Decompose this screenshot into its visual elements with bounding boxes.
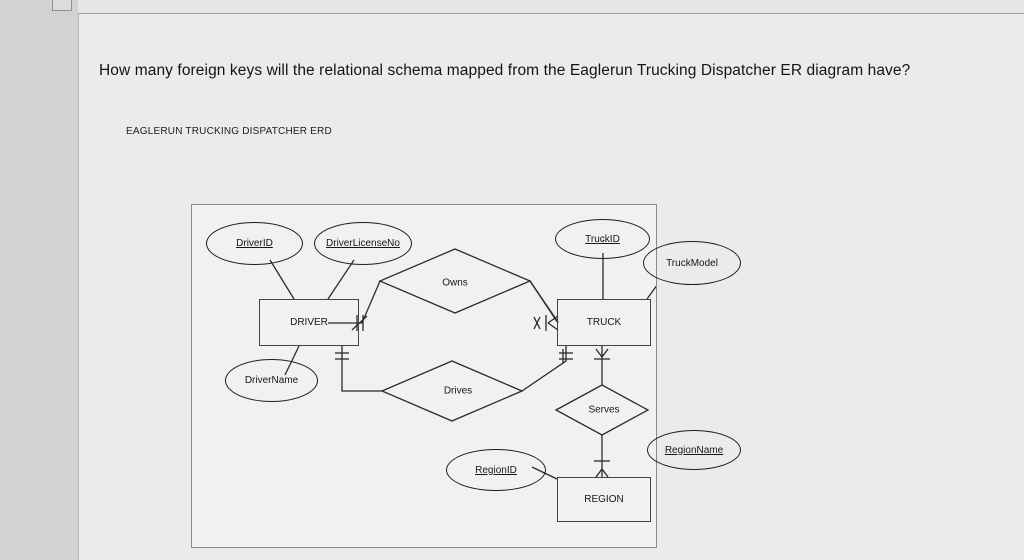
entity-driver: DRIVER: [259, 299, 359, 346]
entity-driver-label: DRIVER: [290, 317, 328, 328]
connector-license-driver: [327, 259, 355, 300]
er-diagram: DRIVER TRUCK REGION DriverID DriverLicen…: [191, 204, 741, 548]
entity-region: REGION: [557, 477, 651, 522]
attr-driverid: DriverID: [206, 222, 303, 265]
left-margin: [0, 0, 79, 560]
question-text: How many foreign keys will the relationa…: [99, 62, 911, 79]
attr-truckmodel: TruckModel: [643, 241, 741, 285]
attr-drivername: DriverName: [225, 359, 318, 402]
rel-drives-label: Drives: [443, 385, 473, 397]
entity-region-label: REGION: [584, 494, 624, 505]
attr-drivername-label: DriverName: [244, 375, 299, 386]
question-card: How many foreign keys will the relationa…: [79, 14, 1024, 560]
connector-driverid-driver: [269, 259, 295, 300]
attr-regionname: RegionName: [647, 430, 741, 470]
drives-line-driver: [341, 346, 382, 392]
attr-truckid: TruckID: [555, 219, 650, 259]
er-connectors: [269, 239, 656, 480]
drives-line-truck: [521, 346, 567, 392]
entity-truck-label: TRUCK: [586, 317, 622, 328]
attr-regionid: RegionID: [446, 449, 546, 491]
erd-title: EAGLERUN TRUCKING DISPATCHER ERD: [126, 126, 332, 137]
attr-truckmodel-label: TruckModel: [666, 257, 718, 269]
attr-driverid-label: DriverID: [236, 238, 273, 249]
corner-tab: [52, 0, 72, 11]
connector-truckmodel-truck: [646, 285, 656, 300]
attr-driverlicenseno: DriverLicenseNo: [314, 222, 412, 265]
owns-line-driver: [328, 280, 381, 324]
top-strip: [78, 0, 1024, 14]
serves-diamond: [554, 384, 650, 436]
attr-driverlicenseno-label: DriverLicenseNo: [326, 238, 400, 249]
rel-serves-label: Serves: [588, 404, 620, 416]
rel-owns-label: Owns: [442, 277, 468, 289]
attr-truckid-label: TruckID: [585, 233, 620, 245]
attr-regionname-label: RegionName: [664, 444, 724, 456]
entity-truck: TRUCK: [557, 299, 651, 346]
attr-regionid-label: RegionID: [475, 464, 517, 476]
